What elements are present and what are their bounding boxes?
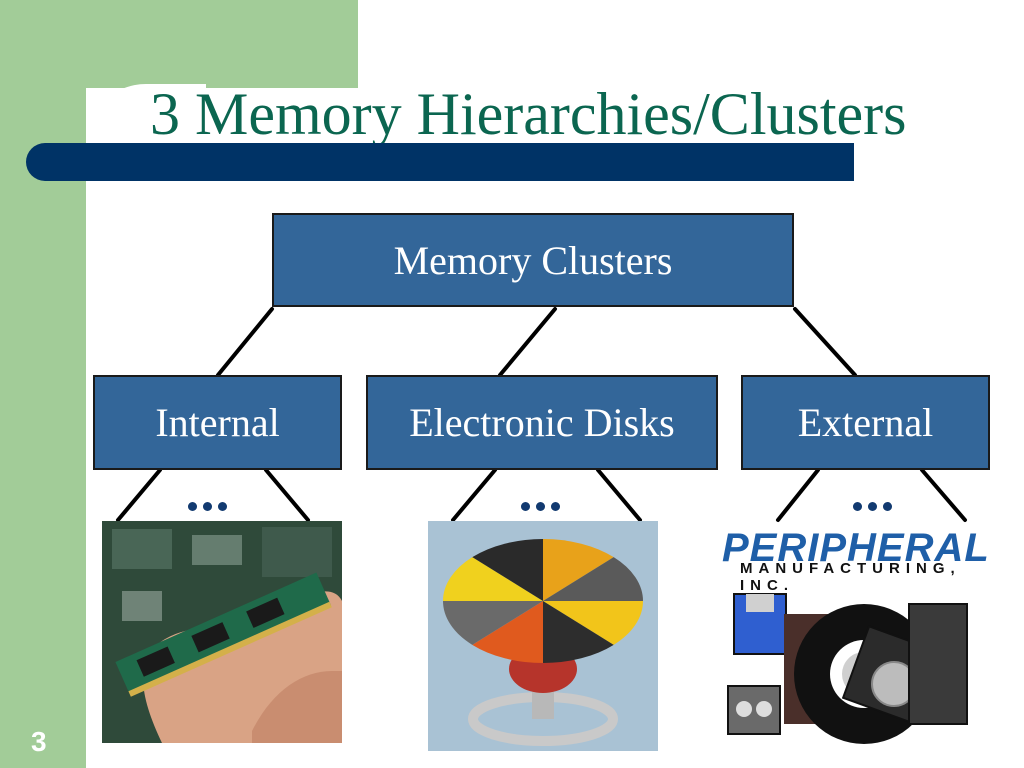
connector-edisks-right	[596, 468, 642, 522]
ellipsis-external	[853, 502, 892, 511]
top-green-band	[86, 0, 358, 88]
ellipsis-internal	[188, 502, 227, 511]
connector-external-right	[920, 468, 967, 522]
title-underline-bar	[26, 143, 854, 181]
peripheral-logo-text: PERIPHERAL	[722, 526, 990, 570]
node-external: External	[741, 375, 990, 470]
ellipsis-dot	[203, 502, 212, 511]
node-electronic-disks: Electronic Disks	[366, 375, 718, 470]
ellipsis-dot	[218, 502, 227, 511]
connector-external-left	[776, 468, 820, 522]
connector-root-internal	[216, 307, 274, 377]
slide-title: 3 Memory Hierarchies/Clusters	[150, 81, 907, 147]
connector-internal-left	[116, 468, 162, 522]
ellipsis-dot	[521, 502, 530, 511]
peripheral-logo-subtext: MANUFACTURING, INC.	[740, 560, 961, 594]
ellipsis-electronic-disks	[521, 502, 560, 511]
ellipsis-dot	[868, 502, 877, 511]
left-green-band	[0, 0, 86, 768]
ellipsis-dot	[536, 502, 545, 511]
slide-number: 3	[31, 726, 47, 757]
connector-root-edisks	[498, 307, 557, 377]
external-media-image	[727, 593, 968, 744]
node-internal: Internal	[93, 375, 342, 470]
connector-internal-right	[264, 468, 310, 522]
ram-module-image	[102, 521, 342, 743]
ellipsis-dot	[551, 502, 560, 511]
electronic-disk-image	[428, 521, 658, 751]
connector-root-external	[793, 307, 857, 377]
ellipsis-dot	[188, 502, 197, 511]
ellipsis-dot	[883, 502, 892, 511]
node-memory-clusters: Memory Clusters	[272, 213, 794, 307]
ellipsis-dot	[853, 502, 862, 511]
connector-edisks-left	[451, 468, 497, 522]
